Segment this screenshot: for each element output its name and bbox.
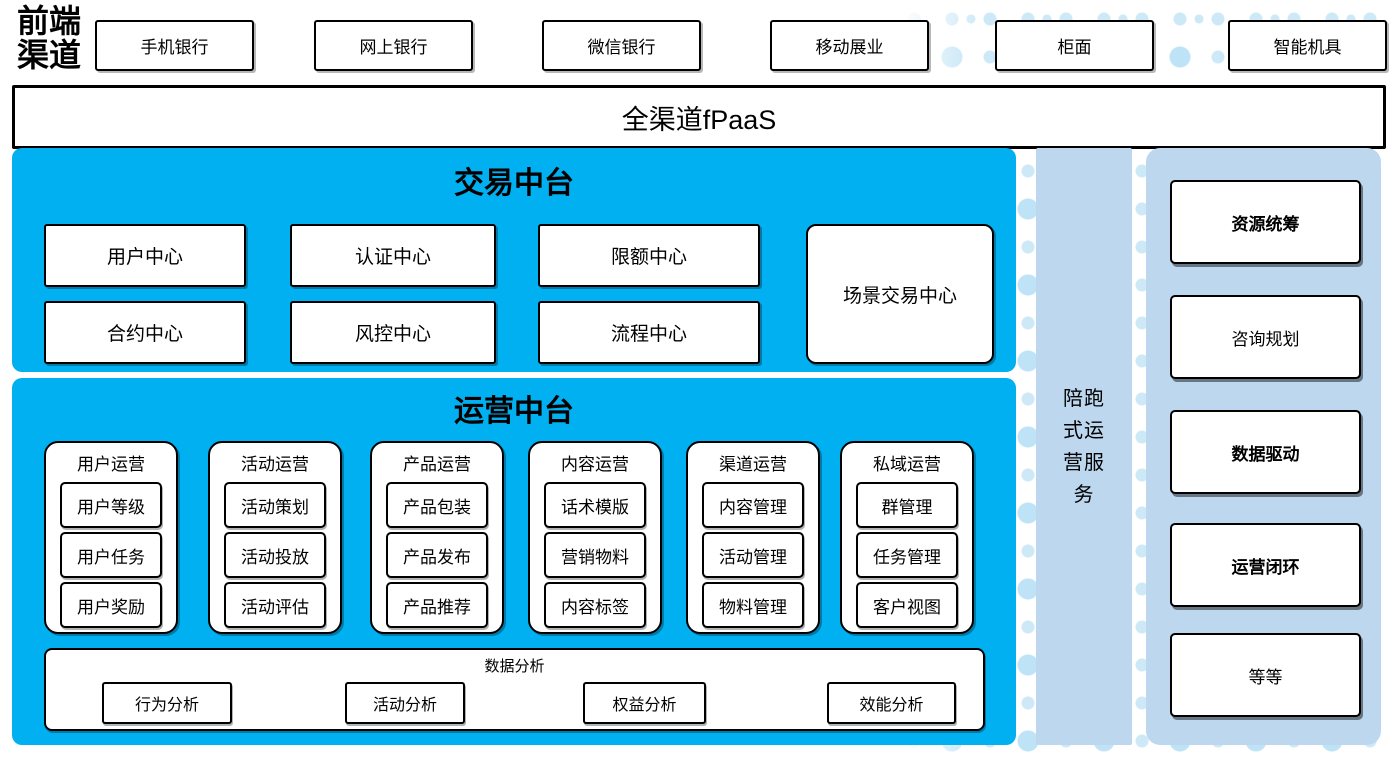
channel-box-mobile-banking: 手机银行 bbox=[95, 20, 254, 71]
channel-box-smart-machines: 智能机具 bbox=[1228, 20, 1387, 71]
ops-column-header: 渠道运营 bbox=[719, 455, 787, 474]
ops-item: 任务管理 bbox=[856, 532, 958, 578]
operation-platform-panel: 运营中台 用户运营 用户等级 用户任务 用户奖励 活动运营 活动策划 活动投放 … bbox=[12, 378, 1016, 745]
ops-item: 内容管理 bbox=[702, 482, 804, 528]
service-box-data-driven: 数据驱动 bbox=[1170, 410, 1361, 494]
channel-box-counter: 柜面 bbox=[995, 20, 1154, 71]
ops-item: 营销物料 bbox=[544, 532, 646, 578]
ops-item: 用户奖励 bbox=[60, 582, 162, 628]
center-box-user: 用户中心 bbox=[44, 224, 246, 287]
ops-column-private: 私域运营 群管理 任务管理 客户视图 bbox=[840, 441, 974, 634]
analysis-box-activity: 活动分析 bbox=[345, 682, 465, 724]
fpaas-bar: 全渠道fPaaS bbox=[12, 85, 1386, 149]
ops-item: 物料管理 bbox=[702, 582, 804, 628]
analysis-box-behavior: 行为分析 bbox=[102, 682, 232, 724]
service-box-consult: 咨询规划 bbox=[1170, 295, 1361, 379]
ops-column-product: 产品运营 产品包装 产品发布 产品推荐 bbox=[370, 441, 504, 634]
center-box-process: 流程中心 bbox=[538, 301, 760, 364]
center-box-limit: 限额中心 bbox=[538, 224, 760, 287]
ops-item: 群管理 bbox=[856, 482, 958, 528]
analysis-box-efficiency: 效能分析 bbox=[827, 682, 956, 724]
service-box-closed-loop: 运营闭环 bbox=[1170, 523, 1361, 607]
analysis-box-rights: 权益分析 bbox=[583, 682, 706, 724]
center-box-risk: 风控中心 bbox=[290, 301, 496, 364]
ops-column-user: 用户运营 用户等级 用户任务 用户奖励 bbox=[44, 441, 178, 634]
ops-column-content: 内容运营 话术模版 营销物料 内容标签 bbox=[528, 441, 662, 634]
ops-column-header: 产品运营 bbox=[403, 455, 471, 474]
right-service-panel: 资源统筹 咨询规划 数据驱动 运营闭环 等等 bbox=[1146, 148, 1381, 745]
center-box-auth: 认证中心 bbox=[290, 224, 496, 287]
ops-column-header: 活动运营 bbox=[241, 455, 309, 474]
ops-column-channel: 渠道运营 内容管理 活动管理 物料管理 bbox=[686, 441, 820, 634]
side-service-label: 陪跑式运营服务 bbox=[1063, 387, 1105, 506]
ops-item: 活动管理 bbox=[702, 532, 804, 578]
center-box-contract: 合约中心 bbox=[44, 301, 246, 364]
ops-item: 活动投放 bbox=[224, 532, 326, 578]
data-analysis-header: 数据分析 bbox=[484, 658, 545, 675]
operation-platform-title: 运营中台 bbox=[454, 395, 574, 428]
ops-item: 客户视图 bbox=[856, 582, 958, 628]
ops-item: 用户任务 bbox=[60, 532, 162, 578]
side-service-strip: 陪跑式运营服务 bbox=[1036, 148, 1132, 745]
ops-item: 活动策划 bbox=[224, 482, 326, 528]
ops-item: 话术模版 bbox=[544, 482, 646, 528]
channel-box-online-banking: 网上银行 bbox=[314, 20, 473, 71]
front-channels-label: 前端渠道 bbox=[16, 3, 81, 73]
ops-column-activity: 活动运营 活动策划 活动投放 活动评估 bbox=[208, 441, 342, 634]
ops-column-header: 用户运营 bbox=[77, 455, 145, 474]
service-box-etc: 等等 bbox=[1170, 633, 1361, 717]
ops-item: 产品推荐 bbox=[386, 582, 488, 628]
ops-item: 产品发布 bbox=[386, 532, 488, 578]
ops-item: 产品包装 bbox=[386, 482, 488, 528]
ops-column-header: 内容运营 bbox=[561, 455, 629, 474]
channel-box-wechat-banking: 微信银行 bbox=[542, 20, 701, 71]
service-box-resource: 资源统筹 bbox=[1170, 180, 1361, 264]
ops-item: 内容标签 bbox=[544, 582, 646, 628]
trade-platform-panel: 交易中台 用户中心 认证中心 限额中心 合约中心 风控中心 流程中心 场景交易中… bbox=[12, 148, 1016, 372]
ops-column-header: 私域运营 bbox=[873, 455, 941, 474]
trade-platform-title: 交易中台 bbox=[454, 167, 574, 200]
channel-box-mobile-showbiz: 移动展业 bbox=[770, 20, 929, 71]
ops-item: 用户等级 bbox=[60, 482, 162, 528]
center-box-scene-trade: 场景交易中心 bbox=[806, 224, 994, 364]
ops-item: 活动评估 bbox=[224, 582, 326, 628]
data-analysis-container: 数据分析 行为分析 活动分析 权益分析 效能分析 bbox=[44, 648, 985, 731]
